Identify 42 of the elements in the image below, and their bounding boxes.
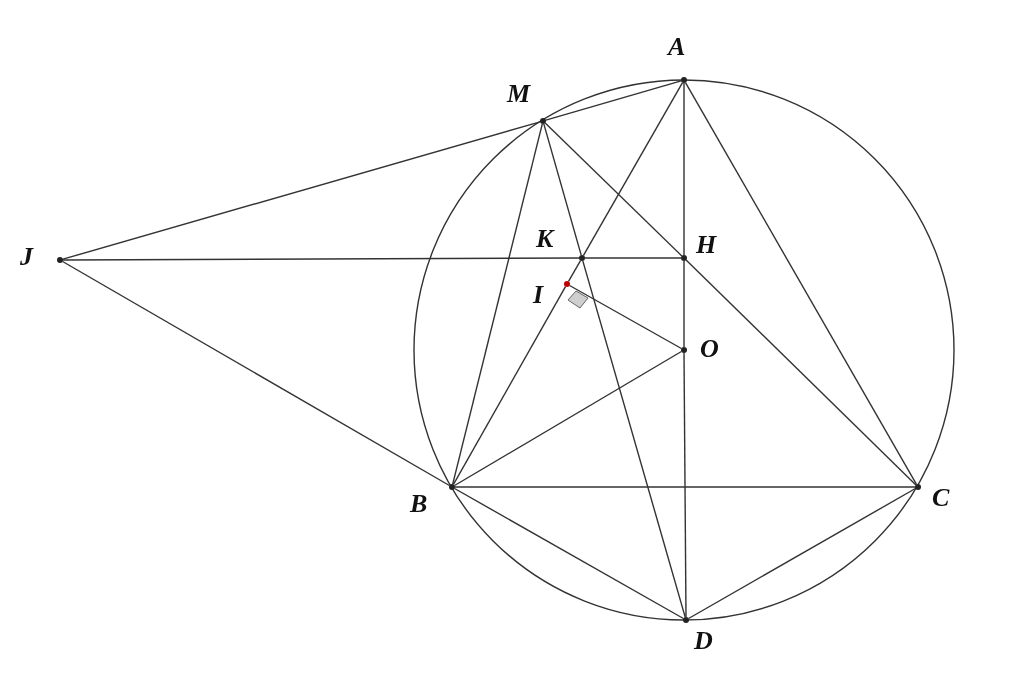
line-segment <box>684 81 918 486</box>
point <box>579 255 585 261</box>
line-segment <box>452 285 567 486</box>
point <box>683 617 689 623</box>
point-label: D <box>694 628 713 654</box>
point <box>57 257 63 263</box>
point-label: M <box>507 81 531 107</box>
point-label: O <box>700 336 719 362</box>
line-segment <box>582 260 686 618</box>
line-segment <box>62 257 580 261</box>
line-segment <box>584 257 682 259</box>
line-segment <box>687 487 917 620</box>
line-segment <box>543 123 582 256</box>
point-label: A <box>668 34 686 60</box>
point-label: I <box>533 282 544 308</box>
line-segment <box>582 81 684 257</box>
point-label: J <box>20 244 33 270</box>
point <box>540 118 546 124</box>
line-segment <box>61 260 451 487</box>
line-segment <box>567 259 582 283</box>
line-segment <box>683 82 685 256</box>
point <box>449 484 455 490</box>
point <box>681 77 687 83</box>
line-segment <box>683 352 687 618</box>
point-label: B <box>410 491 428 517</box>
line-segment <box>454 486 916 488</box>
line-segment <box>62 121 541 260</box>
point-label: K <box>536 226 554 252</box>
line-segment <box>685 259 917 486</box>
line-segment <box>545 80 682 121</box>
line-segment <box>544 122 683 257</box>
line-segment <box>453 350 683 487</box>
point-label: H <box>696 232 717 258</box>
point <box>681 347 687 353</box>
line-segment <box>452 123 543 485</box>
point-label: C <box>932 485 950 511</box>
line-segment <box>453 487 685 620</box>
point <box>681 255 687 261</box>
point <box>564 281 570 287</box>
point <box>915 484 921 490</box>
line-segment <box>568 284 683 350</box>
line-segment <box>683 260 685 348</box>
